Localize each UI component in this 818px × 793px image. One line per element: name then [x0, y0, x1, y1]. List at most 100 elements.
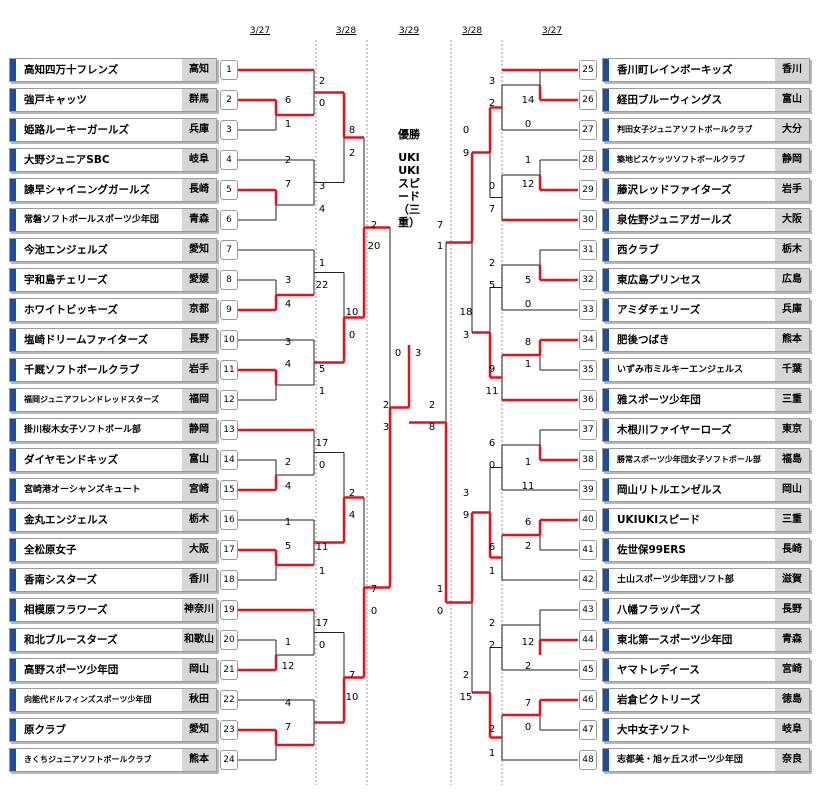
team-name: 千厩ソフトボールクラブ — [24, 364, 140, 376]
team-accent-bar — [10, 329, 16, 351]
score-label: 8 — [428, 422, 436, 433]
seed-number: 25 — [579, 60, 597, 80]
score-label: 4 — [284, 359, 292, 370]
team-row: 東広島プリンセス広島 — [602, 268, 810, 292]
team-accent-bar — [10, 209, 16, 231]
team-prefecture: 群馬 — [182, 89, 216, 111]
score-label: 9 — [462, 148, 470, 159]
team-accent-bar — [10, 629, 16, 651]
team-accent-bar — [603, 569, 609, 591]
score-label: 7 — [348, 670, 356, 681]
team-prefecture: 秋田 — [182, 689, 216, 711]
team-row: 高知四万十フレンズ高知 — [9, 58, 217, 82]
team-row: 香川町レインボーキッズ香川 — [602, 58, 810, 82]
score-label: 2 — [524, 541, 532, 552]
team-name: 高知四万十フレンズ — [24, 64, 119, 76]
team-accent-bar — [603, 209, 609, 231]
team-accent-bar — [603, 479, 609, 501]
team-accent-bar — [603, 359, 609, 381]
team-accent-bar — [603, 389, 609, 411]
score-label: 0 — [488, 460, 496, 471]
seed-number: 42 — [579, 570, 597, 590]
seed-number: 38 — [579, 450, 597, 470]
score-label: 0 — [436, 606, 444, 617]
team-row: 強戸キャッツ群馬 — [9, 88, 217, 112]
team-row: 福岡ジュニアフレンドレッドスターズ福岡 — [9, 388, 217, 412]
team-name: 佐世保99ERS — [617, 544, 686, 556]
team-row: 向能代ドルフィンズスポーツ少年団秋田 — [9, 688, 217, 712]
team-row: 経田ブルーウィングス富山 — [602, 88, 810, 112]
team-accent-bar — [603, 299, 609, 321]
date-header-final: 3/29 — [398, 26, 420, 36]
team-name: 西クラブ — [617, 244, 659, 256]
team-accent-bar — [10, 299, 16, 321]
seed-number: 29 — [579, 180, 597, 200]
team-row: 掛川桜木女子ソフトボール部静岡 — [9, 418, 217, 442]
team-name: 香南シスターズ — [24, 574, 97, 586]
team-prefecture: 滋賀 — [775, 569, 809, 591]
team-row: いずみ市ミルキーエンジェルス千葉 — [602, 358, 810, 382]
team-prefecture: 福島 — [775, 449, 809, 471]
team-row: 八幡フラッパーズ長野 — [602, 598, 810, 622]
score-label: 6 — [524, 517, 532, 528]
team-row: 塩崎ドリームファイターズ長野 — [9, 328, 217, 352]
team-prefecture: 愛知 — [182, 239, 216, 261]
score-label: 9 — [462, 510, 470, 521]
champion-heading: 優勝 — [398, 128, 420, 141]
seed-number: 18 — [220, 570, 238, 590]
seed-number: 35 — [579, 360, 597, 380]
score-label: 1 — [524, 155, 532, 166]
team-accent-bar — [603, 749, 609, 771]
team-name: 木根川ファイヤーローズ — [617, 424, 732, 436]
seed-number: 43 — [579, 600, 597, 620]
team-accent-bar — [603, 599, 609, 621]
score-label: 2 — [318, 76, 326, 87]
team-accent-bar — [603, 89, 609, 111]
team-prefecture: 大阪 — [182, 539, 216, 561]
team-accent-bar — [10, 179, 16, 201]
score-label: 4 — [284, 299, 292, 310]
team-prefecture: 東京 — [775, 419, 809, 441]
team-accent-bar — [10, 419, 16, 441]
score-label: 2 — [488, 258, 496, 269]
team-accent-bar — [10, 89, 16, 111]
score-label: 1 — [284, 637, 292, 648]
score-label: 4 — [348, 510, 356, 521]
champion-label: 優勝 UKIUKIスピード（三重） — [398, 128, 420, 229]
seed-number: 21 — [220, 660, 238, 680]
team-row: 諫早シャイニングガールズ長崎 — [9, 178, 217, 202]
team-row: 大中女子ソフト岐阜 — [602, 718, 810, 742]
team-prefecture: 栃木 — [182, 509, 216, 531]
score-label: 2 — [488, 98, 496, 109]
score-label: 2 — [524, 661, 532, 672]
team-name: 諫早シャイニングガールズ — [24, 184, 150, 196]
seed-number: 26 — [579, 90, 597, 110]
score-label: 2 — [488, 640, 496, 651]
team-accent-bar — [10, 509, 16, 531]
score-label: 2 — [382, 400, 390, 411]
team-prefecture: 静岡 — [775, 149, 809, 171]
team-row: 勝常スポーツ少年団女子ソフトボール部福島 — [602, 448, 810, 472]
seed-number: 44 — [579, 630, 597, 650]
team-prefecture: 青森 — [182, 209, 216, 231]
team-prefecture: 徳島 — [775, 689, 809, 711]
score-label: 17 — [315, 618, 329, 629]
team-name: 雅スポーツ少年団 — [617, 394, 701, 406]
date-header-r3-left: 3/28 — [335, 26, 357, 36]
team-prefecture: 神奈川 — [182, 599, 216, 621]
score-label: 8 — [348, 125, 356, 136]
team-row: ホワイトビッキーズ京都 — [9, 298, 217, 322]
team-accent-bar — [603, 719, 609, 741]
seed-number: 33 — [579, 300, 597, 320]
team-prefecture: 青森 — [775, 629, 809, 651]
team-row: 藤沢レッドファイターズ岩手 — [602, 178, 810, 202]
score-label: 3 — [414, 348, 422, 359]
score-label: 3 — [488, 76, 496, 87]
team-prefecture: 三重 — [775, 389, 809, 411]
score-label: 15 — [459, 692, 473, 703]
team-accent-bar — [603, 239, 609, 261]
team-row: 肥後つばき熊本 — [602, 328, 810, 352]
team-row: ヤマトレディース宮崎 — [602, 658, 810, 682]
score-label: 0 — [348, 330, 356, 341]
team-prefecture: 宮崎 — [775, 659, 809, 681]
